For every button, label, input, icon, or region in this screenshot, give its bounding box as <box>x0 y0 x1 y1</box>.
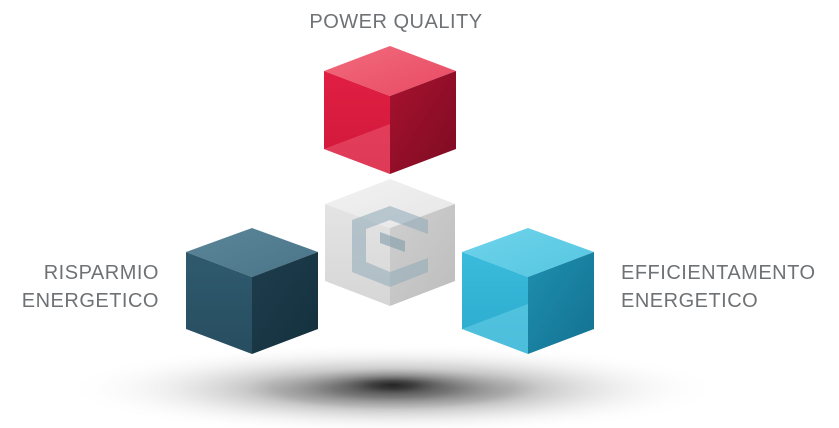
label-risparmio-energetico-line-1: RISPARMIO <box>43 262 159 284</box>
label-power-quality: POWER QUALITY <box>0 8 792 36</box>
center-logo-cube <box>325 179 455 306</box>
label-risparmio-energetico-line-2: ENERGETICO <box>21 290 159 312</box>
label-risparmio-energetico: RISPARMIO ENERGETICO <box>22 259 159 315</box>
label-efficientamento-energetico: EFFICIENTAMENTO ENERGETICO <box>621 259 816 315</box>
label-efficientamento-energetico-line-1: EFFICIENTAMENTO <box>621 262 816 284</box>
floor-shadow-core <box>273 363 513 407</box>
power-quality-cube <box>324 46 456 174</box>
efficientamento-energetico-cube <box>462 228 594 354</box>
label-power-quality-line-1: POWER QUALITY <box>309 11 483 33</box>
company-logo-icon <box>352 206 428 287</box>
risparmio-energetico-cube <box>186 228 318 354</box>
label-efficientamento-energetico-line-2: ENERGETICO <box>621 290 759 312</box>
